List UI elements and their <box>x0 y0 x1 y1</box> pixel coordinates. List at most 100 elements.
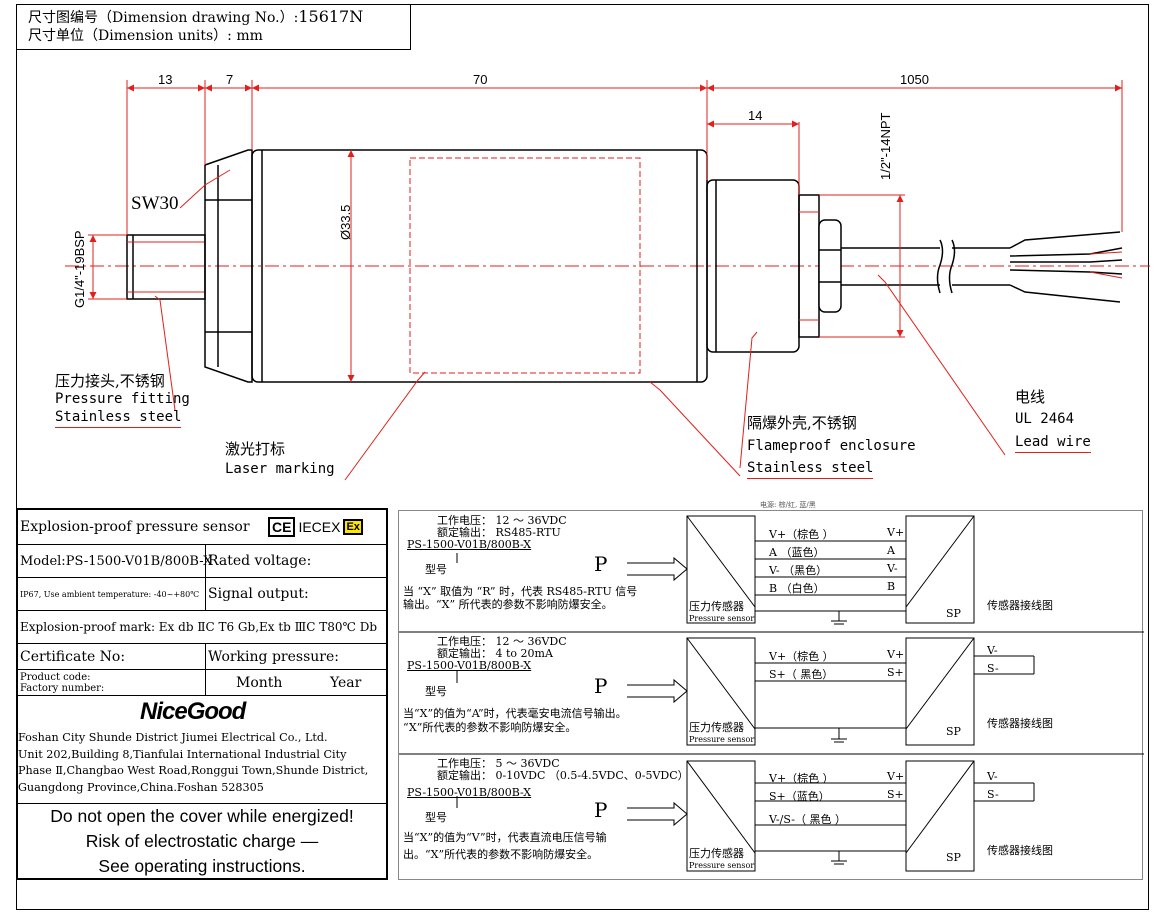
s1-row-2-term: A <box>887 544 895 557</box>
plate-address-2: Phase Ⅱ,Changbao West Road,Ronggui Town,… <box>18 764 369 777</box>
dim-diameter: Ø33.5 <box>338 204 353 240</box>
wiring-diagrams: 工作电压： 12 ～ 36VDC 额定输出： RS485-RTU PS-1500… <box>398 510 1144 880</box>
fitting-callout-cn: 压力接头,不锈钢 <box>55 372 165 390</box>
s3-voltage: 工作电压： 5 ～ 36VDC <box>437 757 560 770</box>
s1-sp: SP <box>946 607 961 620</box>
s1-sensor-cn: 压力传感器 <box>689 600 744 613</box>
dim-npt-thread: 1/2"-14NPT <box>878 112 893 180</box>
s1-model: PS-1500-V01B/800B-X <box>407 538 532 551</box>
s2-model: PS-1500-V01B/800B-X <box>407 659 532 672</box>
plate-rated-voltage: Rated voltage: <box>208 553 312 569</box>
s3-row-3-label: V-/S-（ 黑色 ） <box>769 813 847 826</box>
enclosure-callout-en2: Stainless steel <box>747 459 874 479</box>
dimension-drawing <box>65 80 1150 481</box>
wire-callout-en1: UL 2464 <box>1015 411 1075 427</box>
s3-sensor-cn: 压力传感器 <box>689 847 744 860</box>
nicegood-logo: NiceGood <box>140 698 246 725</box>
dim-14: 14 <box>748 108 763 123</box>
s1-row-1-label: V+（棕色 ） <box>769 528 834 541</box>
drawing-number-label: 尺寸图编号（Dimension drawing No.）: <box>28 10 299 26</box>
s2-row-2-label: S+（ 黑色） <box>769 668 834 681</box>
cable-gland <box>818 219 842 313</box>
iecex-mark: IECEX <box>298 519 341 535</box>
plate-company-row: NiceGood Foshan City Shunde District Jiu… <box>18 696 386 804</box>
drawing-number: 15617N <box>298 7 364 26</box>
s3-out-2: S- <box>987 788 999 801</box>
s1-p: P <box>594 552 608 576</box>
drawing-number-line: 尺寸图编号（Dimension drawing No.）:15617N <box>28 8 410 27</box>
enclosure-callout-en1: Flameproof enclosure <box>747 438 916 454</box>
s1-row-2-label: A （蓝色） <box>769 546 825 559</box>
s3-row-1-label: V+（棕色 ） <box>769 772 834 785</box>
wiring-lines <box>399 515 1144 872</box>
plate-title: Explosion-proof pressure sensor <box>20 519 250 535</box>
plate-month: Month <box>236 674 283 691</box>
s3-row-2-term: S+ <box>887 788 904 801</box>
plate-working-pressure: Working pressure: <box>208 648 339 665</box>
plate-cert-row: Certificate No: Working pressure: <box>18 644 386 670</box>
sw30-label: SW30 <box>131 193 179 214</box>
drawing-frame <box>16 4 1149 910</box>
s3-row-2-label: S+（蓝色） <box>769 790 830 803</box>
s1-row-4-label: B （白色） <box>769 582 825 595</box>
fitting-callout-en2: Stainless steel <box>55 408 182 428</box>
enclosure-callout-cn: 隔爆外壳,不锈钢 <box>747 414 857 432</box>
warning-line-1: Do not open the cover while energized! <box>50 806 354 826</box>
s2-sp: SP <box>946 725 961 738</box>
s1-voltage: 工作电压： 12 ～ 36VDC <box>437 514 567 527</box>
plate-code-row: Product code: Factory number: Month Year <box>18 670 386 696</box>
plate-year: Year <box>330 674 362 691</box>
ex-mark-icon: Ex <box>343 519 363 535</box>
wire-callout-en2: Lead wire <box>1015 433 1091 453</box>
fitting-callout-en1: Pressure fitting <box>55 391 190 407</box>
warning-line-2: Risk of electrostatic charge — <box>85 831 319 851</box>
ce-mark: CE <box>268 517 296 537</box>
plate-company-block: Foshan City Shunde District Jiumei Elect… <box>18 730 368 796</box>
s3-note-2: 出。“X”所代表的参数不影响防爆安全。 <box>403 848 599 861</box>
dim-70: 70 <box>473 72 488 87</box>
s2-row-2-term: S+ <box>887 666 904 679</box>
plate-ip-row: IP67, Use ambient temperature: -40~+80℃ … <box>18 578 386 611</box>
plate-address-1: Unit 202,Building 8,Tianfulai Internatio… <box>18 747 347 761</box>
dimension-lines <box>88 80 1123 481</box>
s1-row-1-term: V+ <box>887 526 905 539</box>
s2-sensor-cn: 压力传感器 <box>689 721 744 734</box>
s2-voltage: 工作电压： 12 ～ 36VDC <box>437 635 567 648</box>
s1-row-3-term: V- <box>887 562 898 575</box>
dim-bsp-thread: G1/4"-19BSP <box>72 230 87 308</box>
plate-warning: Do not open the cover while energized! R… <box>18 804 386 879</box>
s3-sensor-en: Pressure sensor <box>689 861 755 870</box>
s2-row-1-term: V+ <box>887 648 905 661</box>
s1-row-4-term: B <box>887 580 896 593</box>
plate-factory-number: Factory number: <box>20 682 105 694</box>
dim-13: 13 <box>158 72 173 87</box>
s2-note-1: 当“X”的值为“A”时，代表毫安电流信号输出。 <box>403 707 627 720</box>
s3-out-1: V- <box>987 770 998 783</box>
plate-signal-output: Signal output: <box>208 586 309 602</box>
s1-diagram: 传感器接线图 <box>987 599 1053 612</box>
plate-title-row: Explosion-proof pressure sensor CE IECEX… <box>18 510 386 545</box>
s2-note-2: “X”所代表的参数不影响防爆安全。 <box>403 721 577 734</box>
s1-row-3-label: V- （黑色） <box>769 564 828 577</box>
laser-callout-en: Laser marking <box>225 461 335 477</box>
s2-row-1-label: V+（棕色 ） <box>769 650 834 663</box>
s3-row-1-term: V+ <box>887 770 905 783</box>
plate-explosion-mark: Explosion-proof mark: Ex db ⅡC T6 Gb,Ex … <box>20 620 378 634</box>
s3-output: 额定输出： 0-10VDC （0.5-4.5VDC、0-5VDC） <box>437 769 689 782</box>
title-block: 尺寸图编号（Dimension drawing No.）:15617N 尺寸单位… <box>16 4 411 50</box>
wire-callout-cn: 电线 <box>1015 388 1046 406</box>
s2-out-2: S- <box>987 662 999 675</box>
s1-output: 额定输出： RS485-RTU <box>437 526 561 539</box>
s2-p: P <box>594 674 608 698</box>
s3-p: P <box>594 798 608 822</box>
lead-wire <box>841 231 1123 303</box>
plate-model: Model:PS-1500-V01B/800B-X <box>18 545 212 577</box>
s1-sensor-en: Pressure sensor <box>689 614 755 623</box>
s3-diagram: 传感器接线图 <box>987 844 1053 857</box>
s1-note-2: 输出。“X” 所代表的参数不影响防爆安全。 <box>403 598 613 611</box>
s3-xinghao: 型号 <box>425 811 447 824</box>
dim-7: 7 <box>226 72 234 87</box>
wiring-top-note: 电源: 棕/红, 蓝/黑 <box>760 501 816 509</box>
s2-sensor-en: Pressure sensor <box>689 735 755 744</box>
plate-model-row: Model:PS-1500-V01B/800B-X Rated voltage: <box>18 545 386 578</box>
